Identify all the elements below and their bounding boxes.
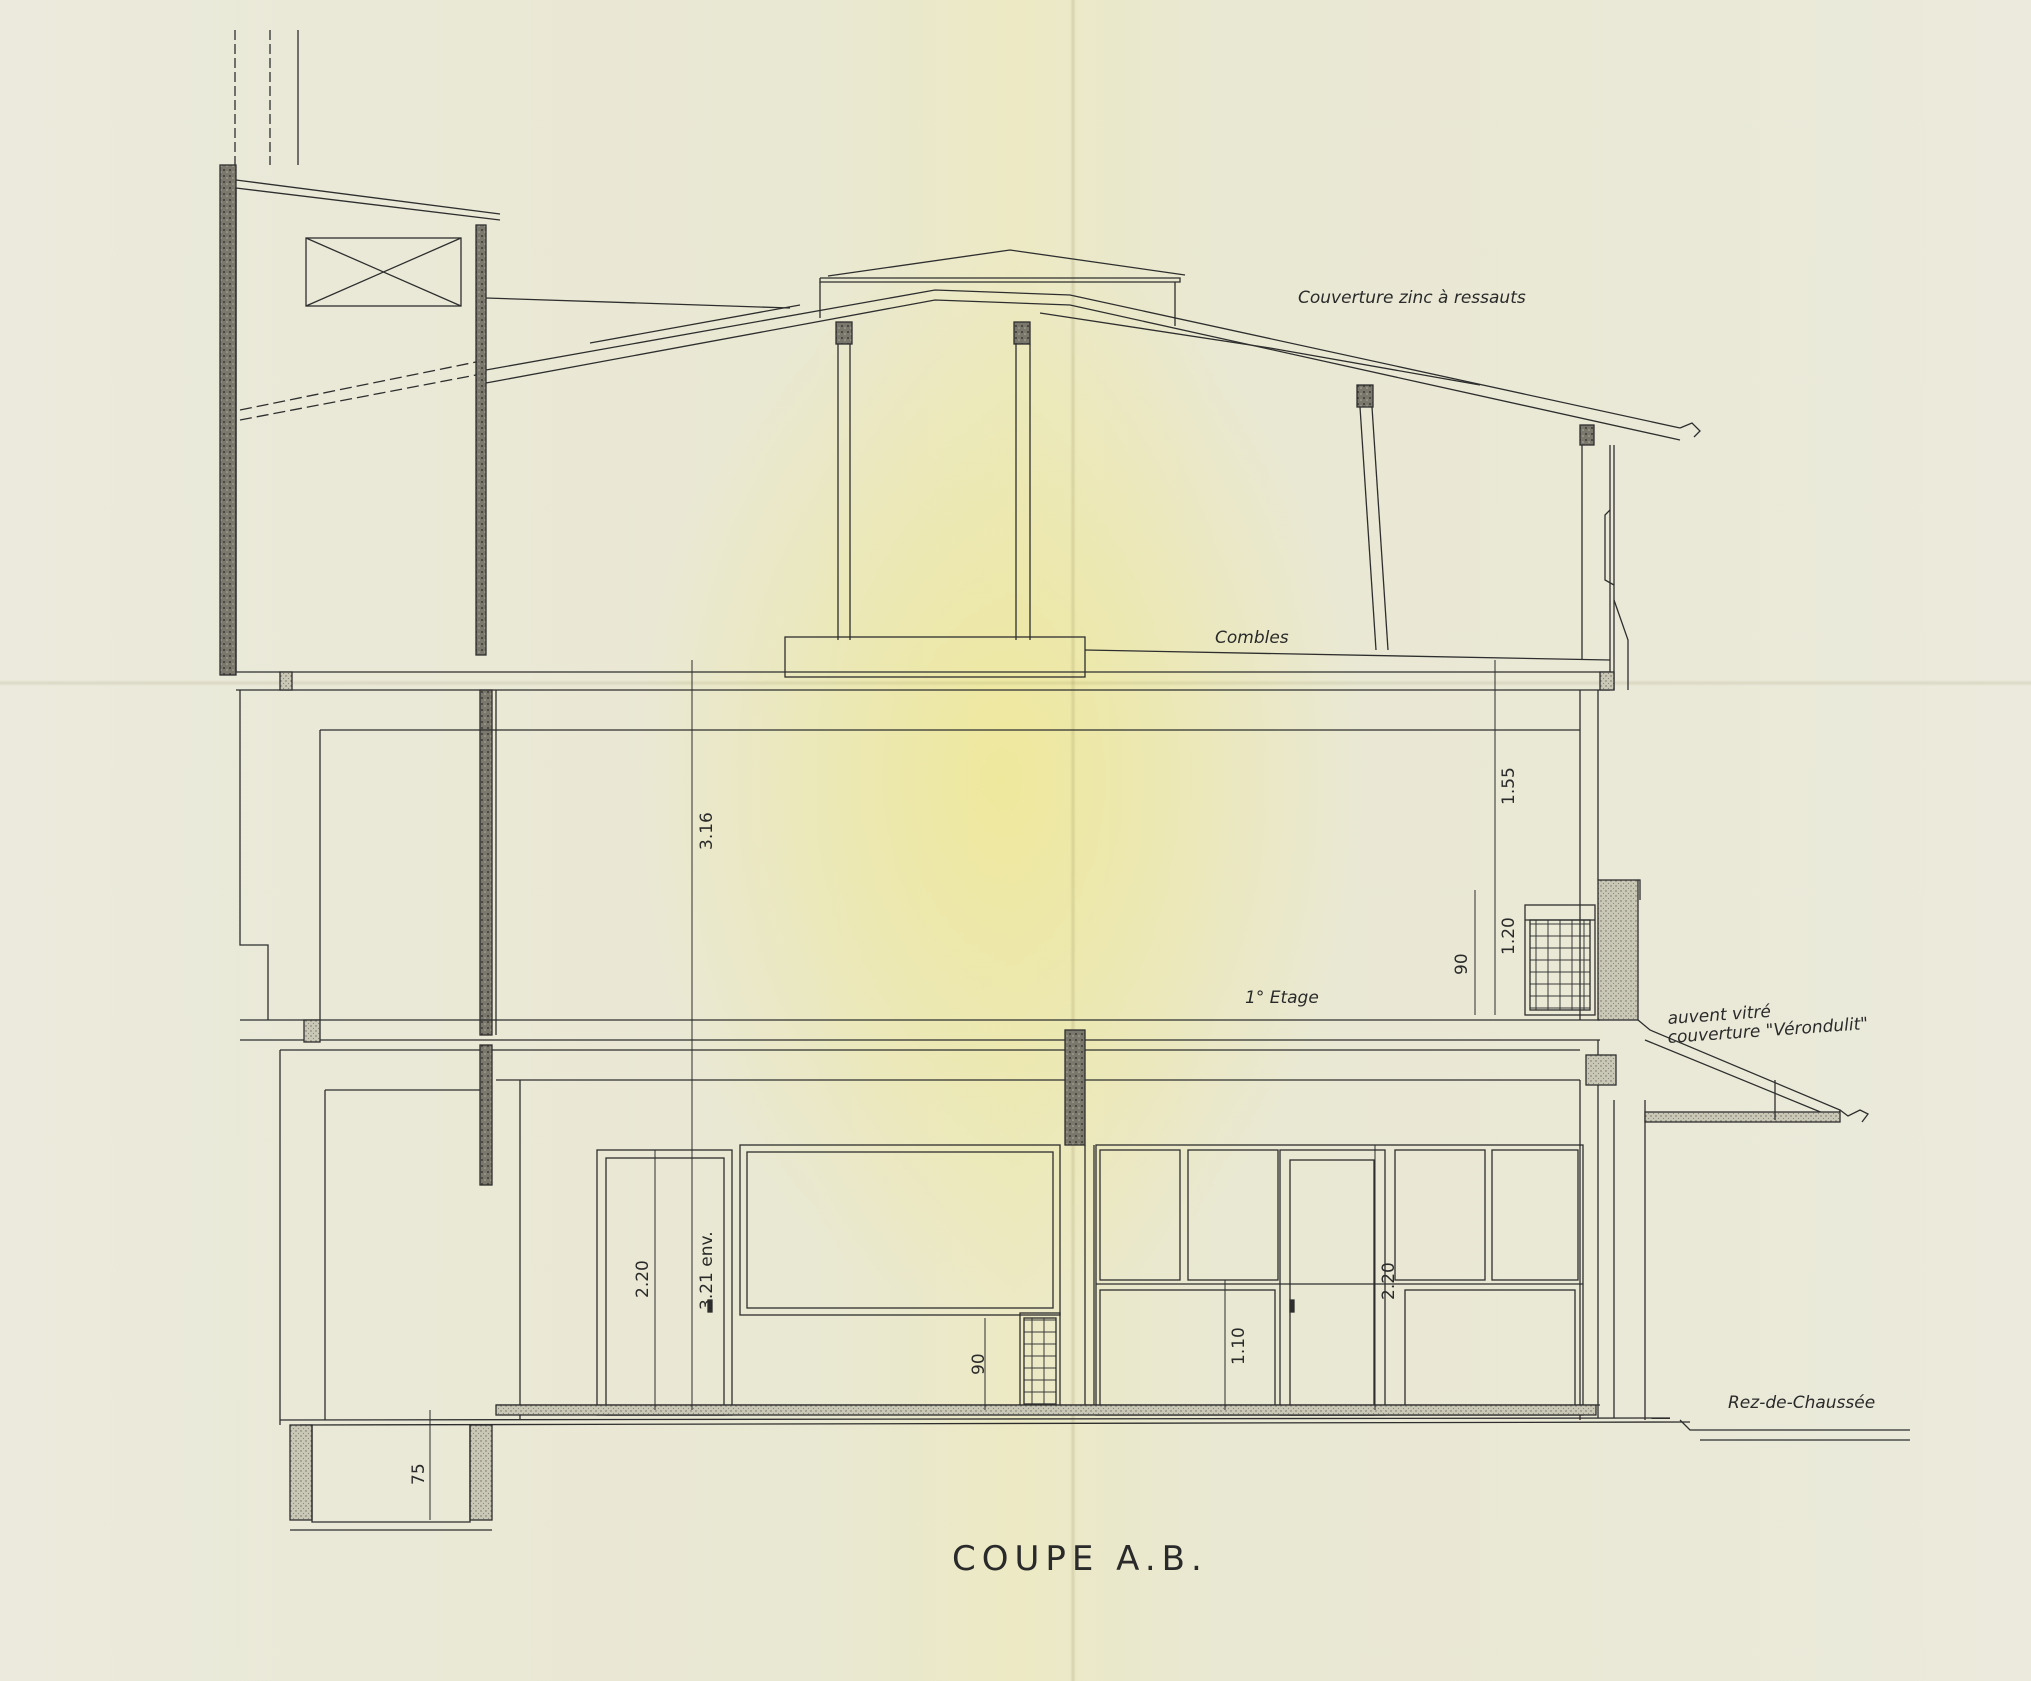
dim-lower-sill: 90 xyxy=(969,1353,989,1375)
dim-floor-height: 3.16 xyxy=(697,812,717,850)
building-section xyxy=(219,30,1910,1531)
dim-door-left: 2.20 xyxy=(633,1260,653,1298)
drawing-title: COUPE A.B. xyxy=(952,1539,1208,1579)
chimney-stack xyxy=(219,30,501,676)
attic-label: Combles xyxy=(1215,628,1289,648)
dim-door-right: 2.20 xyxy=(1379,1262,1399,1300)
dim-upper-sill-b: 90 xyxy=(1452,953,1472,975)
dim-height-ground: 3.21 env. xyxy=(697,1231,717,1310)
ground-floor-level xyxy=(279,1029,1910,1441)
foundation xyxy=(289,1424,493,1531)
first-floor-level xyxy=(239,689,1641,1043)
roof-label: Couverture zinc à ressauts xyxy=(1298,288,1526,308)
dim-foundation: 75 xyxy=(409,1463,429,1485)
ground-floor-label: Rez-de-Chaussée xyxy=(1728,1393,1875,1413)
first-floor-label: 1° Etage xyxy=(1245,988,1319,1008)
dimension-lines xyxy=(429,660,1496,1520)
glazed-canopy xyxy=(1637,1019,1869,1123)
annotations: Couverture zinc à ressauts Combles 1° Et… xyxy=(952,288,1875,1579)
dim-shop-sill: 1.10 xyxy=(1229,1327,1249,1365)
dim-upper-sill-a: 1.20 xyxy=(1499,917,1519,955)
paper-fold-horizontal xyxy=(0,680,2031,686)
dimension-labels: 3.16 1.55 1.20 90 2.20 3.21 env. 90 1.10… xyxy=(409,767,1519,1485)
paper-fold-vertical xyxy=(1070,0,1076,1681)
attic-floor xyxy=(236,636,1615,691)
dim-upper-window: 1.55 xyxy=(1499,767,1519,805)
roof xyxy=(485,249,1701,690)
